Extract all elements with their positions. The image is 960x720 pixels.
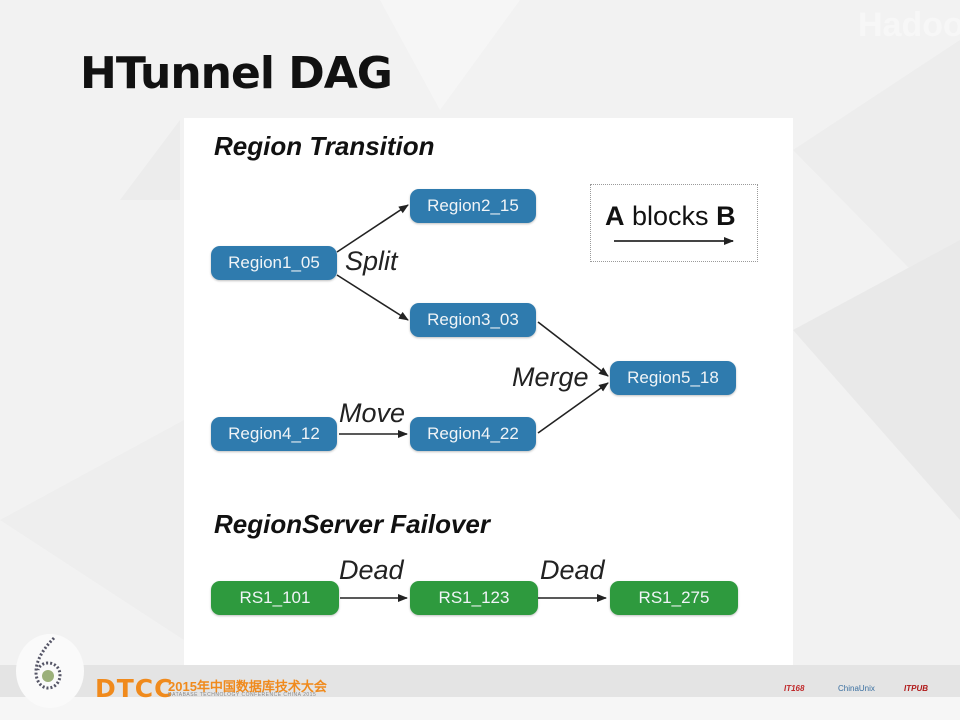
node-region3-03: Region3_03 <box>410 303 536 337</box>
edge-label-dead-1: Dead <box>339 555 404 585</box>
edge-label-split: Split <box>345 246 398 276</box>
footer-bottom <box>0 697 960 720</box>
failover-title: RegionServer Failover <box>214 509 490 539</box>
node-region1-05: Region1_05 <box>211 246 337 280</box>
edge-label-dead-2: Dead <box>540 555 605 585</box>
node-rs1-123: RS1_123 <box>410 581 538 615</box>
legend-a: A <box>605 201 625 231</box>
edge-label-move: Move <box>339 398 406 428</box>
edge-label-merge: Merge <box>512 362 589 392</box>
watermark: Hadoop <box>858 6 960 44</box>
legend-b: B <box>716 201 736 231</box>
region-transition-title: Region Transition <box>214 131 435 161</box>
six-logo-icon <box>34 636 62 690</box>
node-region2-15: Region2_15 <box>410 189 536 223</box>
node-region4-12: Region4_12 <box>211 417 337 451</box>
footer-bar <box>0 665 960 697</box>
legend-text: A blocks B <box>605 201 736 232</box>
node-rs1-101: RS1_101 <box>211 581 339 615</box>
conference-title-cn: 2015年中国数据库技术大会 <box>168 679 327 694</box>
node-rs1-275: RS1_275 <box>610 581 738 615</box>
sponsor-chinaunix-logo: ChinaUnix <box>838 684 875 693</box>
sponsor-it168-logo: IT168 <box>784 684 805 693</box>
legend-box: A blocks B <box>590 184 758 262</box>
dtcc-logo: DTCC <box>95 674 174 703</box>
legend-verb: blocks <box>632 201 709 231</box>
node-region4-22: Region4_22 <box>410 417 536 451</box>
slide-title: HTunnel DAG <box>80 48 393 99</box>
conference-title-en: DATABASE TECHNOLOGY CONFERENCE CHINA 201… <box>168 692 317 698</box>
sponsor-itpub-logo: ITPUB <box>904 684 928 693</box>
node-region5-18: Region5_18 <box>610 361 736 395</box>
